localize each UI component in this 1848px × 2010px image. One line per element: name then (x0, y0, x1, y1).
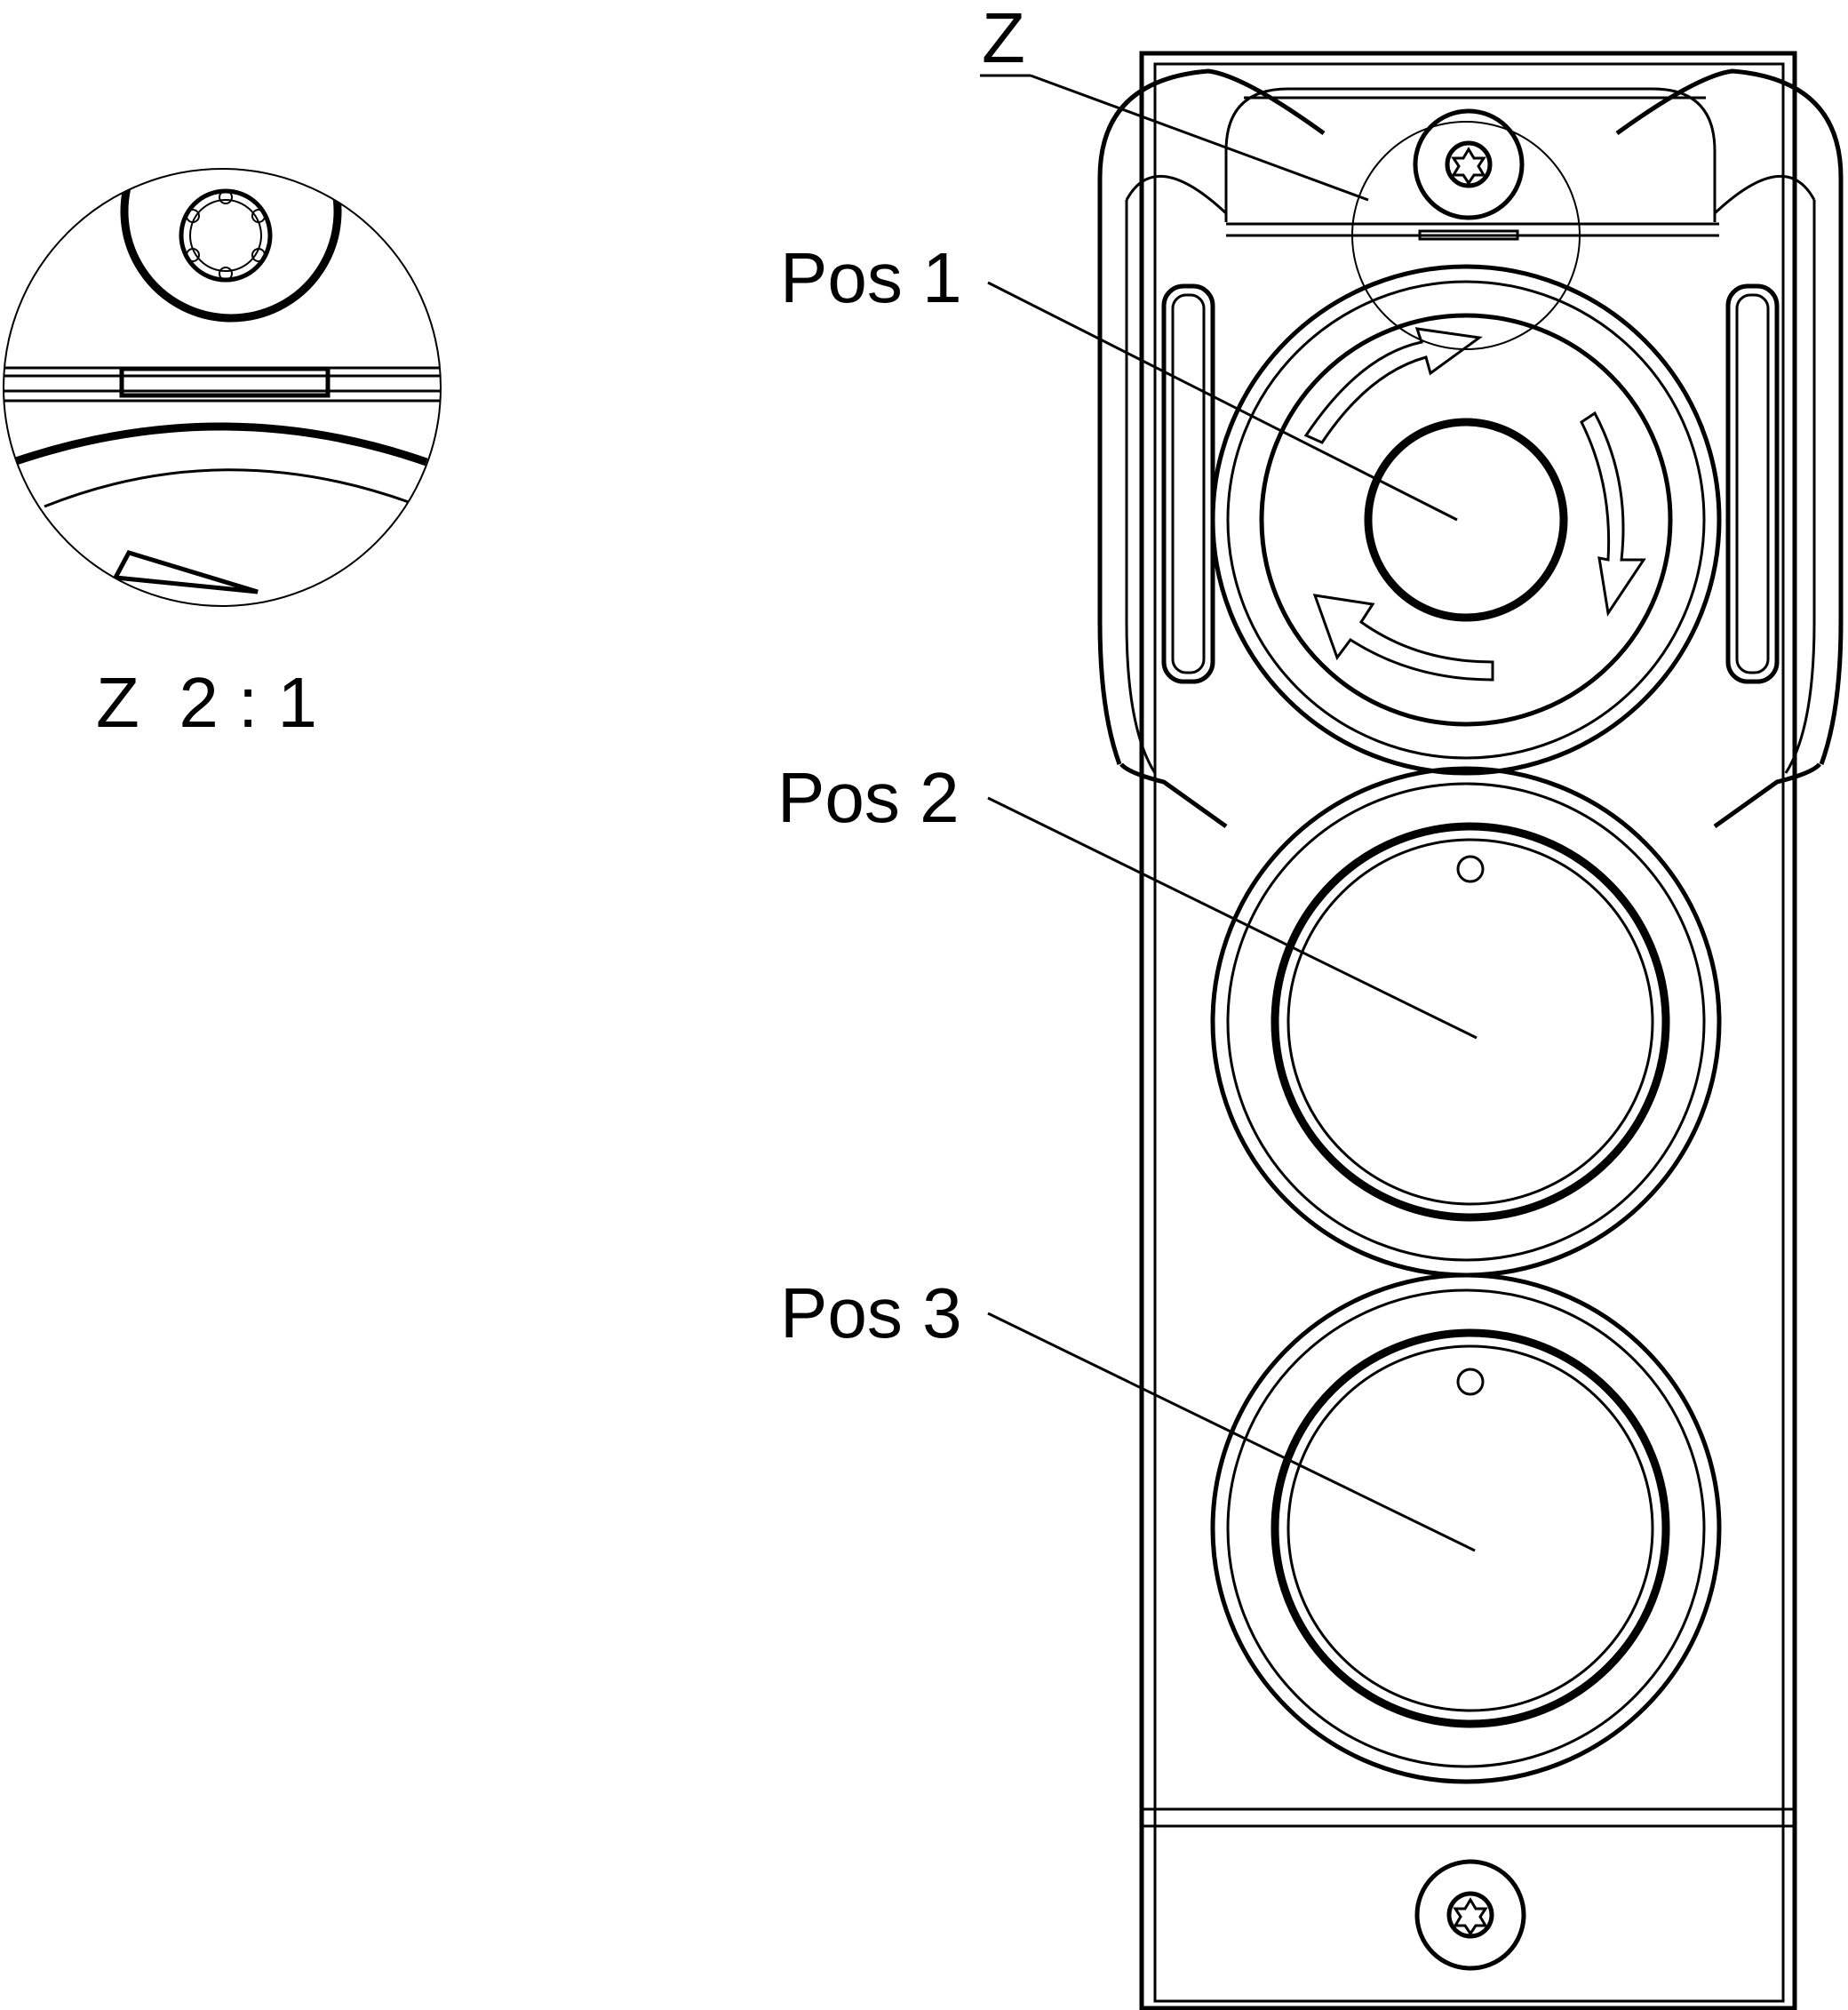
callout-pos3: Pos 3 (780, 1273, 962, 1352)
top-screw-head (1413, 108, 1525, 220)
control-station (1097, 51, 1844, 2010)
leader-z (1030, 74, 1369, 202)
leader-pos2 (987, 796, 1478, 1040)
detail-arrow-tip (112, 550, 259, 594)
rotation-arrow-top (1303, 327, 1483, 444)
detail-marker-label: Z (982, 0, 1025, 77)
push-button-pos2 (1210, 766, 1722, 1278)
detail-view-z (3, 168, 442, 607)
leader-pos1 (987, 281, 1458, 522)
detail-z-marker-circle (1351, 121, 1581, 350)
callout-pos1: Pos 1 (780, 238, 962, 317)
detail-caption: Z 2 : 1 (96, 663, 317, 742)
push-button-pos3 (1210, 1272, 1722, 1784)
leader-lines (980, 74, 1478, 1552)
leader-pos3 (987, 1312, 1476, 1552)
guard-collar (1224, 87, 1717, 222)
detail-marking-strip (119, 366, 331, 398)
guard-right-wing (1615, 68, 1844, 765)
callout-pos2: Pos 2 (777, 758, 960, 837)
bottom-screw-head (1414, 1859, 1526, 1971)
detail-screw-head (120, 169, 342, 323)
guard-left-wing (1097, 68, 1326, 765)
rotation-arrow-right (1580, 411, 1646, 618)
emergency-stop-cap (1364, 418, 1568, 622)
marking-strip (1418, 229, 1519, 241)
detail-outline (3, 168, 442, 607)
emergency-stop-button (1210, 264, 1722, 776)
rotation-arrow-bottom (1312, 594, 1494, 682)
housing-outline (1139, 51, 1797, 2010)
